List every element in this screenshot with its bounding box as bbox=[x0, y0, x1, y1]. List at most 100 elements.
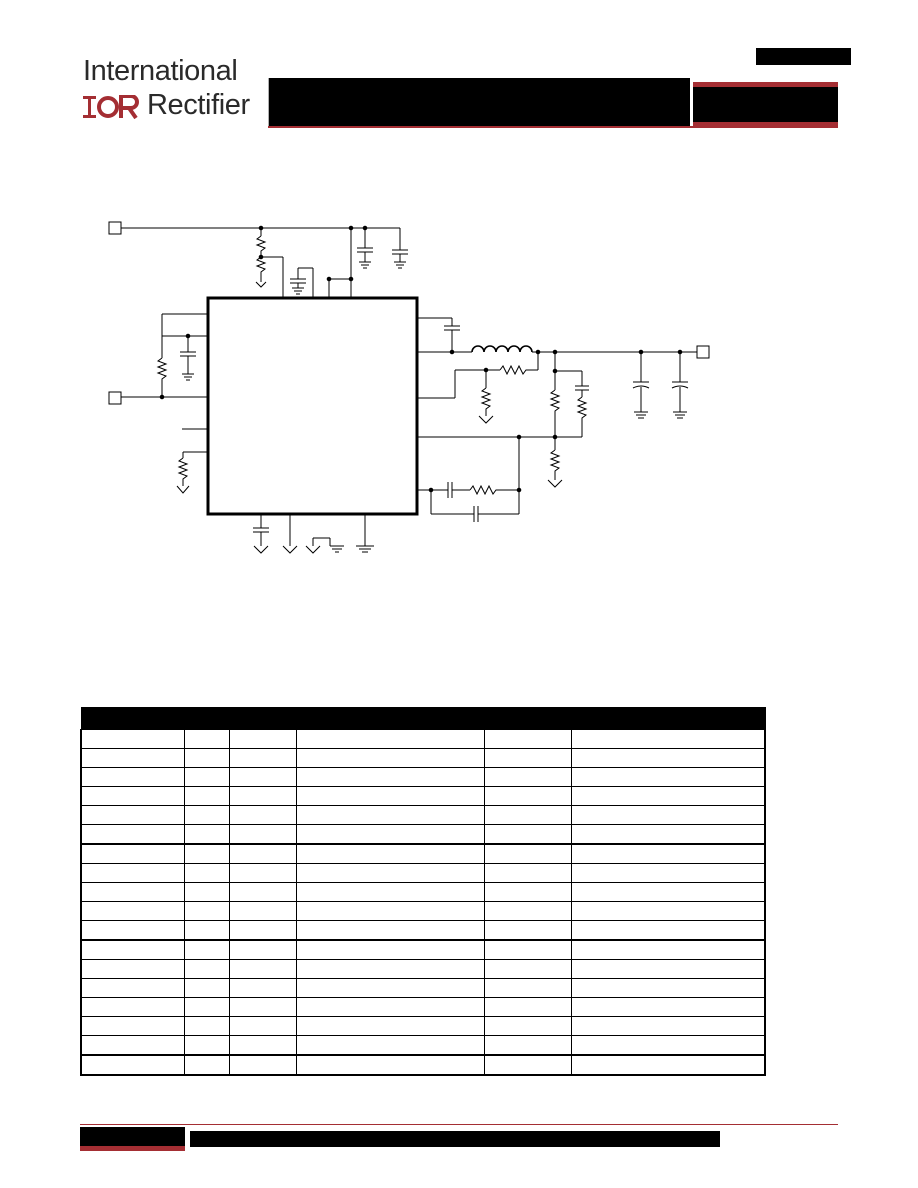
table-row bbox=[80, 997, 767, 1017]
table-cell bbox=[295, 767, 486, 787]
table-cell bbox=[571, 939, 767, 960]
table-row bbox=[80, 1054, 767, 1076]
table-cell bbox=[571, 959, 767, 979]
table-cell bbox=[229, 997, 297, 1017]
table-cell bbox=[571, 824, 767, 845]
table-cell bbox=[295, 824, 486, 845]
table-cell bbox=[229, 824, 297, 845]
table-cell bbox=[80, 767, 186, 787]
table-cell bbox=[484, 729, 573, 749]
input-terminal-left bbox=[108, 391, 122, 405]
table-cell bbox=[571, 920, 767, 941]
table-row bbox=[80, 882, 767, 902]
footer-page-block-red bbox=[80, 1146, 185, 1151]
header-right-red-top bbox=[693, 82, 838, 87]
table-cell bbox=[571, 1054, 767, 1076]
table-cell bbox=[571, 997, 767, 1017]
table-cell bbox=[571, 729, 767, 749]
table-cell bbox=[571, 748, 767, 768]
table-cell bbox=[295, 729, 486, 749]
logo-text-international: International bbox=[83, 55, 238, 87]
table-cell bbox=[184, 939, 231, 960]
table-cell bbox=[80, 882, 186, 902]
table-cell bbox=[80, 824, 186, 845]
table-cell bbox=[295, 805, 486, 825]
table-cell bbox=[229, 729, 297, 749]
table-cell bbox=[484, 767, 573, 787]
table-cell bbox=[571, 843, 767, 864]
table-cell bbox=[295, 748, 486, 768]
table-cell bbox=[295, 843, 486, 864]
table-cell bbox=[229, 901, 297, 921]
table-cell bbox=[184, 1035, 231, 1056]
header-title-bar bbox=[269, 78, 690, 127]
table-cell bbox=[571, 863, 767, 883]
ior-logo-icon bbox=[83, 95, 139, 119]
table-cell bbox=[229, 748, 297, 768]
table-cell bbox=[80, 863, 186, 883]
table-cell bbox=[484, 748, 573, 768]
table-cell bbox=[484, 863, 573, 883]
table-body bbox=[80, 729, 767, 1076]
table-cell bbox=[229, 959, 297, 979]
table-cell bbox=[484, 920, 573, 941]
table-cell bbox=[80, 997, 186, 1017]
table-row bbox=[80, 729, 767, 749]
header-tag-block bbox=[756, 48, 851, 65]
header-red-rule bbox=[268, 126, 838, 128]
table-row bbox=[80, 939, 767, 960]
table-cell bbox=[484, 978, 573, 998]
table-cell bbox=[484, 1016, 573, 1036]
table-cell bbox=[80, 901, 186, 921]
table-cell bbox=[571, 882, 767, 902]
table-row bbox=[80, 978, 767, 998]
table-cell bbox=[484, 843, 573, 864]
table-cell bbox=[184, 959, 231, 979]
table-cell bbox=[80, 1016, 186, 1036]
table-cell bbox=[184, 997, 231, 1017]
table-cell bbox=[295, 1054, 486, 1076]
table-row bbox=[80, 959, 767, 979]
table-cell bbox=[295, 997, 486, 1017]
logo-line-rectifier: Rectifier bbox=[83, 89, 258, 123]
table-cell bbox=[184, 824, 231, 845]
table-cell bbox=[484, 824, 573, 845]
input-terminal-top bbox=[108, 221, 122, 235]
table-cell bbox=[184, 901, 231, 921]
table-cell bbox=[229, 1054, 297, 1076]
table-row bbox=[80, 805, 767, 825]
table-cell bbox=[571, 1016, 767, 1036]
table-cell bbox=[184, 786, 231, 806]
table-cell bbox=[184, 748, 231, 768]
table-cell bbox=[571, 901, 767, 921]
company-logo: International Rectifier bbox=[83, 55, 258, 123]
table-cell bbox=[571, 767, 767, 787]
header-divider bbox=[268, 78, 269, 128]
table-cell bbox=[571, 805, 767, 825]
table-row bbox=[80, 1035, 767, 1056]
table-cell bbox=[184, 1054, 231, 1076]
table-cell bbox=[80, 729, 186, 749]
logo-text-rectifier: Rectifier bbox=[147, 89, 250, 121]
table-cell bbox=[229, 1016, 297, 1036]
table-cell bbox=[80, 920, 186, 941]
table-cell bbox=[295, 920, 486, 941]
table-row bbox=[80, 767, 767, 787]
table-cell bbox=[484, 997, 573, 1017]
table-cell bbox=[80, 843, 186, 864]
table-cell bbox=[295, 1035, 486, 1056]
table-cell bbox=[295, 1016, 486, 1036]
output-terminal bbox=[696, 345, 710, 359]
table-row bbox=[80, 863, 767, 883]
table-cell bbox=[571, 1035, 767, 1056]
table-cell bbox=[229, 882, 297, 902]
table-cell bbox=[184, 729, 231, 749]
table-cell bbox=[484, 939, 573, 960]
table-cell bbox=[80, 939, 186, 960]
footer-red-rule bbox=[80, 1124, 838, 1125]
table-cell bbox=[295, 939, 486, 960]
table-row bbox=[80, 1016, 767, 1036]
table-cell bbox=[229, 767, 297, 787]
table-cell bbox=[80, 786, 186, 806]
table-cell bbox=[484, 805, 573, 825]
